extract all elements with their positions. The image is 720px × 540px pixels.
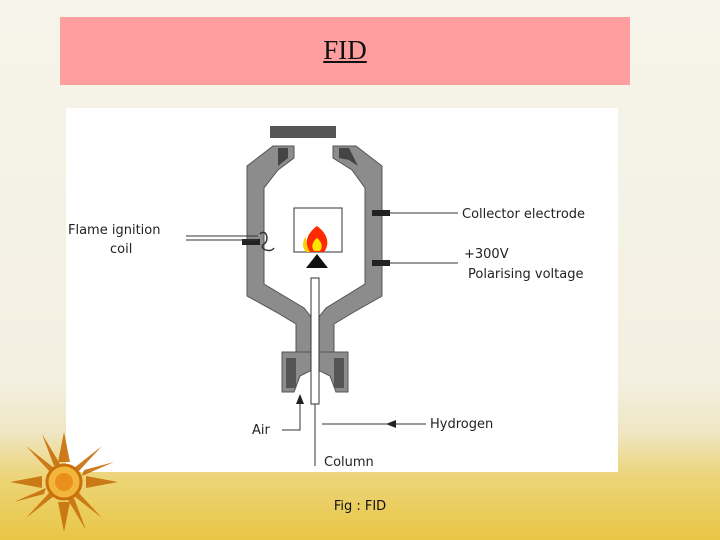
fid-diagram: Flame ignition coil Collector electrode … [66, 108, 618, 472]
air-line [282, 400, 301, 431]
fid-schematic: Flame ignition coil Collector electrode … [68, 126, 585, 470]
top-right-inner [339, 148, 358, 166]
label-column: Column [324, 455, 374, 470]
jet-tube [310, 277, 320, 405]
nozzle-right-shade [334, 358, 344, 388]
top-left-inner [278, 148, 288, 166]
ignition-coil [259, 231, 275, 252]
ignition-coil-mount [242, 239, 260, 245]
jet-tip [306, 254, 328, 268]
label-coil: coil [110, 242, 132, 257]
label-air: Air [252, 423, 271, 438]
collector-connector [372, 210, 390, 216]
top-cap [270, 126, 336, 138]
hydrogen-arrow [386, 420, 396, 428]
label-hydrogen: Hydrogen [430, 417, 493, 432]
title-banner: FID [60, 17, 630, 85]
label-voltage: +300V [464, 247, 509, 262]
sun-ornament-icon [10, 432, 118, 532]
flame-inner [312, 238, 322, 251]
label-polarising-voltage: Polarising voltage [468, 267, 583, 282]
polarising-connector [372, 260, 390, 266]
nozzle-left-shade [286, 358, 296, 388]
air-arrow [296, 394, 304, 404]
figure-caption: Fig : FID [333, 499, 387, 514]
label-flame-ignition: Flame ignition [68, 223, 160, 238]
flame-glow-left [303, 236, 310, 252]
label-collector-electrode: Collector electrode [462, 207, 585, 222]
slide-title: FID [323, 35, 367, 65]
